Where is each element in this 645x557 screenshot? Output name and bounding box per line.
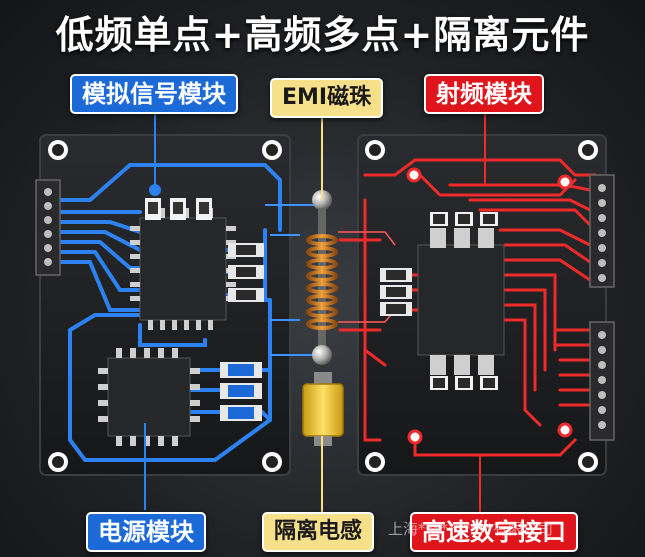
emi-bead-bottom (312, 345, 332, 365)
rf-chip (417, 228, 505, 375)
label-analog-module: 模拟信号模块 (70, 74, 238, 114)
coil-inductor (306, 208, 338, 348)
label-rf-module: 射频模块 (424, 74, 544, 114)
right-connector-bottom (589, 321, 615, 441)
label-isolation-inductor: 隔离电感 (262, 512, 375, 552)
isolation-inductor (302, 372, 344, 446)
power-chip (98, 348, 200, 446)
page-title: 低频单点+高频多点+隔离元件 (55, 13, 590, 57)
smd-capacitors-top (145, 198, 212, 220)
right-connector-top (589, 174, 615, 288)
red-traces (338, 158, 597, 457)
smd-resistors-left (228, 243, 264, 302)
analog-chip (130, 208, 236, 330)
label-digital-interface: 高速数字接口 (410, 512, 578, 552)
watermark: 上海**********有限公司 (388, 520, 554, 538)
label-power-module: 电源模块 (86, 512, 206, 552)
smd-resistors-right (380, 268, 412, 316)
label-emi-bead: EMI磁珠 (270, 78, 384, 118)
left-connector (35, 179, 61, 276)
blue-resistors (220, 362, 262, 421)
red-vias (406, 167, 573, 445)
